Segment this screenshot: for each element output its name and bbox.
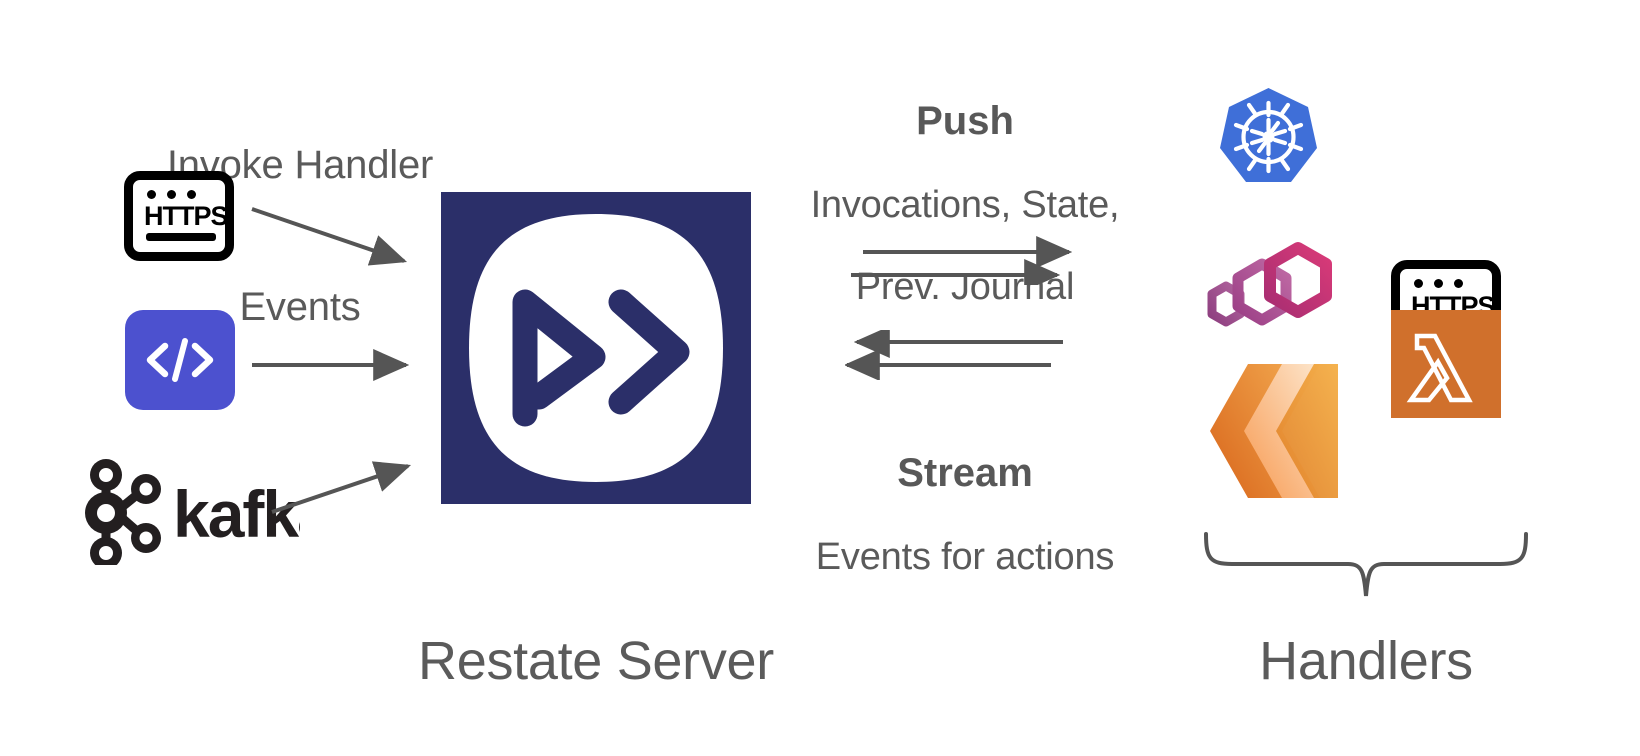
- hexagons-glyph: [1207, 242, 1332, 327]
- stream-title: Stream: [897, 450, 1033, 495]
- workers-glyph: [1210, 364, 1338, 498]
- lambda-glyph: [1391, 310, 1501, 418]
- code-brackets-icon[interactable]: [125, 310, 235, 410]
- handlers-brace: [1204, 532, 1528, 597]
- stream-label-group: Stream Events for actions: [770, 412, 1160, 617]
- invoke-handler-heading-line2: Events: [239, 284, 361, 329]
- kafka-logo-icon: kafka: [85, 459, 300, 565]
- push-line1: Invocations, State,: [810, 183, 1120, 226]
- kafka-wordmark: kafka: [173, 477, 300, 551]
- invoke-handler-heading: Invoke Handler Events: [100, 48, 500, 426]
- stream-arrows: [845, 330, 1063, 380]
- push-label-group: Push Invocations, State, Prev. Journal: [770, 60, 1160, 348]
- kafka-logo[interactable]: kafka: [70, 450, 300, 565]
- workers-icon[interactable]: [1186, 358, 1346, 504]
- code-brackets-glyph: [146, 338, 214, 382]
- kubernetes-icon[interactable]: [1216, 85, 1321, 195]
- https-icon-label-left: HTTPS: [144, 201, 229, 231]
- https-browser-icon-left[interactable]: HTTPS: [124, 171, 234, 261]
- kubernetes-glyph: [1220, 88, 1317, 182]
- browser-dots-icon-right: [1414, 279, 1463, 288]
- browser-dots-icon: [147, 190, 196, 199]
- stream-line1: Events for actions: [815, 535, 1115, 578]
- restate-logo[interactable]: [441, 192, 751, 504]
- push-arrows: [851, 236, 1073, 285]
- arrow-kafka-to-server: [271, 461, 412, 514]
- aws-lambda-icon[interactable]: [1391, 310, 1501, 418]
- left-input-arrows: [251, 207, 412, 514]
- restate-server-caption: Restate Server: [418, 631, 774, 691]
- handlers-caption: Handlers: [1259, 631, 1473, 691]
- hexagons-icon[interactable]: [1186, 232, 1336, 342]
- push-title: Push: [916, 98, 1014, 143]
- browser-underline-left: [146, 233, 216, 241]
- arrow-https-to-server: [251, 207, 408, 266]
- restate-logo-icon: [441, 192, 751, 504]
